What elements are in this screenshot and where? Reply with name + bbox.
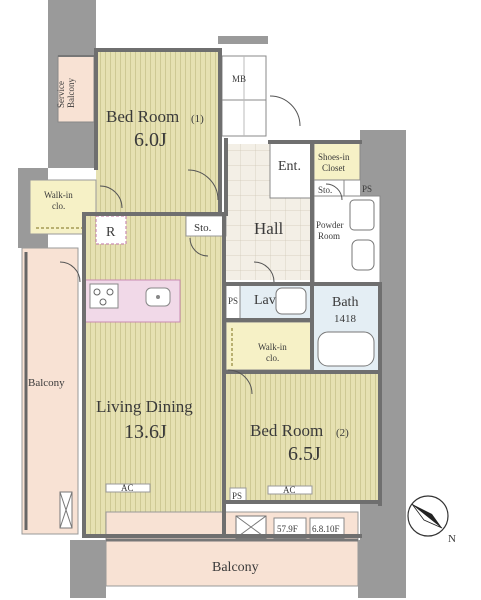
powder-sink-icon (349, 199, 375, 231)
service-balcony-label: ServiceBalcony (56, 78, 76, 108)
balcony-left-label: Balcony (28, 377, 65, 389)
entrance (269, 141, 315, 199)
lav-sink-icon (275, 287, 307, 315)
ps-lav-label: PS (228, 296, 238, 306)
bedroom-2-label: Bed Room (250, 421, 323, 440)
wall-block-bottom-left (70, 540, 106, 598)
living-dining-floor (84, 216, 224, 538)
hall-storage-label: Sto. (194, 222, 212, 234)
bedroom-2-number: (2) (336, 427, 349, 439)
toilet-icon (351, 239, 375, 271)
lav-label: Lav (254, 293, 276, 308)
balcony-bottom-label: Balcony (212, 560, 259, 575)
bedroom-2-size: 6.5J (288, 443, 321, 465)
bathtub-icon (317, 331, 375, 367)
living-dining-size: 13.6J (124, 421, 167, 443)
ps-bottom-label: PS (232, 491, 242, 501)
living-dining-label: Living Dining (96, 397, 193, 416)
storage-upper-label: Sto. (318, 185, 332, 195)
ps-upper-label: PS (362, 184, 372, 194)
mb-label: MB (232, 74, 246, 84)
wall-block-bottom-right (358, 540, 406, 598)
shoes-closet (313, 141, 361, 181)
entrance-label: Ent. (278, 159, 301, 174)
ac-unit-bedroom (267, 485, 313, 495)
bedroom-1-size: 6.0J (134, 129, 167, 151)
hall-label: Hall (254, 219, 284, 238)
door-swings (59, 95, 343, 395)
tag-6-8-10f-label: 6.8.10F (312, 524, 340, 534)
ac-living-label: AC (121, 483, 134, 493)
bedroom-1-floor (96, 50, 220, 212)
balcony-left (21, 247, 79, 535)
bedroom-1-number: (1) (191, 113, 204, 125)
service-balcony (57, 55, 95, 123)
north-label: N (448, 533, 456, 545)
refrigerator-label: R (106, 225, 116, 240)
ac-unit-living (105, 483, 151, 493)
ac-bedroom-label: AC (283, 485, 296, 495)
bath-label: Bath (332, 295, 358, 310)
stove-icon (89, 283, 119, 309)
interior-walls (82, 48, 382, 538)
north-arrow-icon (407, 495, 449, 537)
bedroom-1-label: Bed Room (106, 107, 179, 126)
tag-57-9f-label: 57.9F (277, 524, 298, 534)
bath-size-label: 1418 (334, 313, 357, 325)
